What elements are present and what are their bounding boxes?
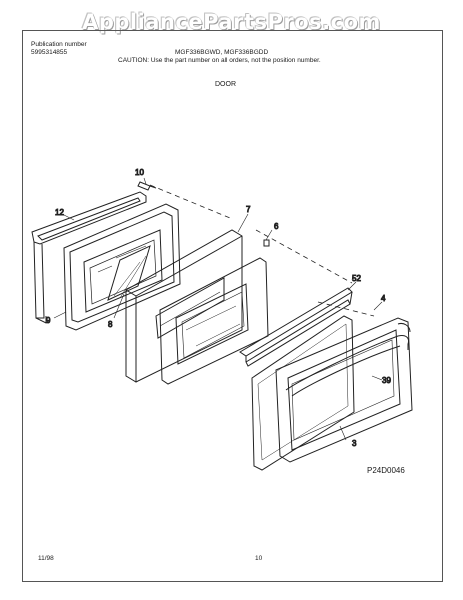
- section-title: DOOR: [215, 81, 236, 88]
- callout-52: 52: [352, 274, 361, 283]
- assembly-guide-lines: [149, 184, 375, 317]
- screw-part: [137, 181, 157, 191]
- outer-glass-part: [251, 315, 355, 471]
- outer-door-panel-part: [275, 317, 413, 463]
- trim-strip-part: [239, 287, 353, 367]
- callout-3: 3: [352, 439, 357, 448]
- model-numbers: MGF336BGWD, MGF336BGDD: [175, 49, 269, 56]
- callout-9: 9: [46, 316, 51, 325]
- caution-note: CAUTION: Use the part number on all orde…: [118, 57, 321, 64]
- publication-block: Publication number 5995314855: [31, 41, 87, 57]
- callout-6: 6: [274, 222, 279, 231]
- callout-10: 10: [135, 168, 144, 177]
- callout-7: 7: [246, 205, 251, 214]
- door-insulation-frame-part: [125, 229, 243, 383]
- door-handle-part: [285, 323, 411, 397]
- publication-label: Publication number: [31, 41, 87, 48]
- page-frame: [22, 30, 443, 582]
- callout-12: 12: [55, 208, 64, 217]
- inner-door-liner-part: [63, 203, 181, 331]
- publication-number: 5995314855: [31, 49, 68, 56]
- diagram-code: P24D0046: [367, 466, 405, 475]
- leader-lines: [53, 177, 383, 441]
- callout-8: 8: [108, 320, 113, 329]
- inner-window-frame-part: [159, 239, 270, 385]
- door-gasket-part: [31, 191, 147, 324]
- page-number: 10: [255, 555, 263, 562]
- footer-date: 11/98: [38, 555, 54, 562]
- callout-39: 39: [382, 376, 391, 385]
- callout-4: 4: [381, 294, 386, 303]
